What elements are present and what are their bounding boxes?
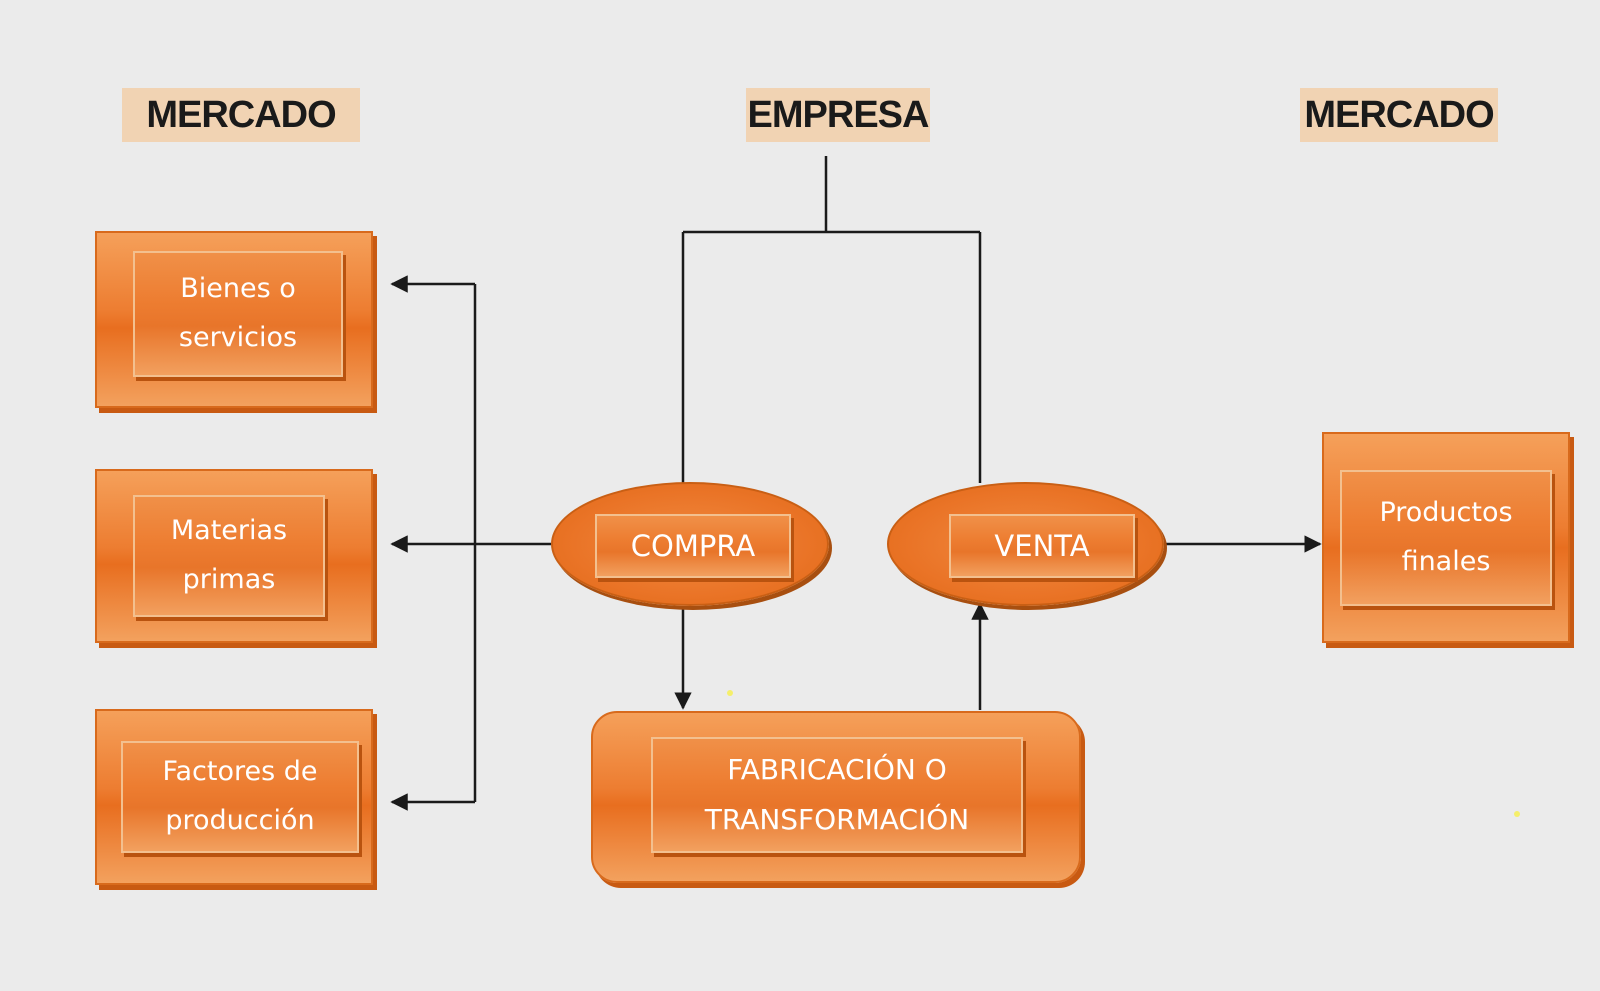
box-productos-finales-label: Productos finales (1340, 470, 1552, 606)
productos-line2: finales (1401, 546, 1491, 577)
header-mercado-left: MERCADO (122, 88, 360, 142)
header-mercado-right: MERCADO (1300, 88, 1498, 142)
box-factores-produccion-label: Factores de producción (121, 741, 359, 853)
scan-speck (1514, 811, 1520, 817)
box-fabricacion-transformacion: FABRICACIÓN O TRANSFORMACIÓN (591, 711, 1081, 883)
fabricacion-line2: TRANSFORMACIÓN (704, 803, 970, 836)
oval-compra-label: COMPRA (595, 514, 791, 578)
header-empresa: EMPRESA (746, 88, 930, 142)
scan-speck (727, 690, 733, 696)
box-materias-primas-label: Materias primas (133, 495, 325, 617)
oval-venta: VENTA (887, 482, 1164, 606)
oval-compra: COMPRA (551, 482, 829, 606)
oval-venta-label: VENTA (949, 514, 1135, 578)
box-bienes-servicios: Bienes o servicios (95, 231, 373, 408)
factores-line2: producción (165, 805, 315, 836)
box-fabricacion-label: FABRICACIÓN O TRANSFORMACIÓN (651, 737, 1023, 853)
productos-line1: Productos (1379, 497, 1513, 529)
materias-line1: Materias (170, 515, 288, 547)
box-productos-finales: Productos finales (1322, 432, 1570, 643)
fabricacion-line1: FABRICACIÓN O (727, 752, 947, 786)
box-factores-produccion: Factores de producción (95, 709, 373, 885)
box-bienes-servicios-label: Bienes o servicios (133, 251, 343, 377)
factores-line1: Factores de (162, 756, 318, 788)
box-materias-primas: Materias primas (95, 469, 373, 643)
bienes-line1: Bienes o (180, 273, 296, 305)
bienes-line2: servicios (178, 322, 298, 353)
materias-line2: primas (182, 564, 276, 595)
